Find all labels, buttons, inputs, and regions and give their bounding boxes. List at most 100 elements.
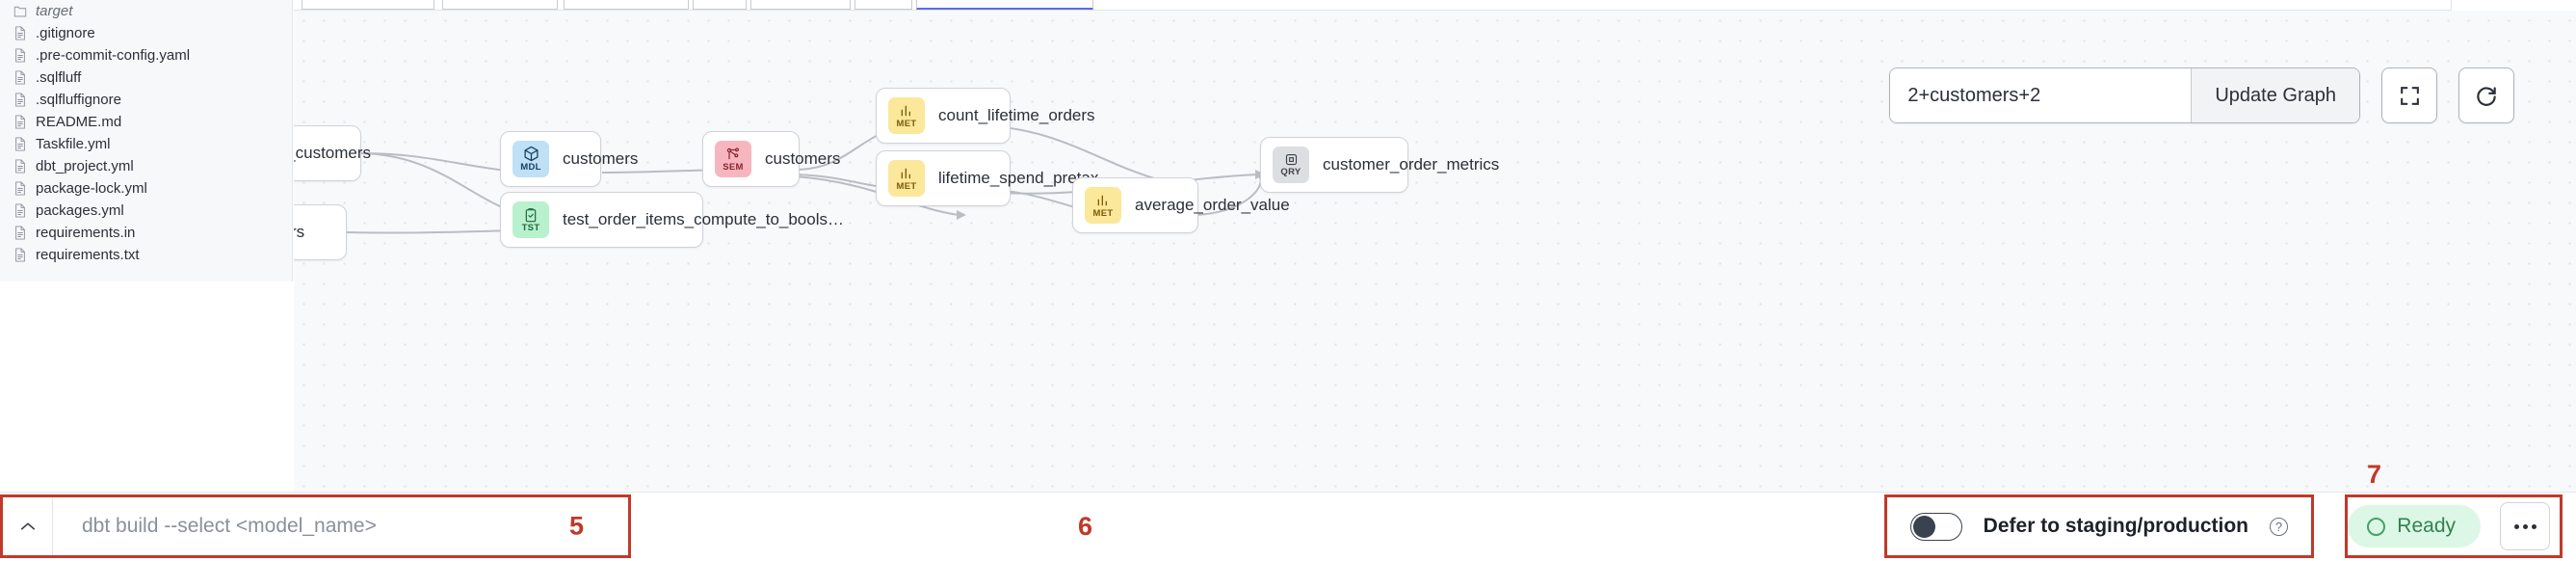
defer-label: Defer to staging/production bbox=[1983, 515, 2248, 537]
editor-tab-5[interactable] bbox=[750, 0, 851, 10]
badge-text: TST bbox=[521, 222, 540, 233]
status-group: Ready bbox=[2345, 494, 2563, 558]
question-mark-icon[interactable]: ? bbox=[2270, 517, 2288, 536]
graph-node-met-lifetime-spend-pretax[interactable]: MET lifetime_spend_pretax bbox=[876, 150, 1098, 206]
fullscreen-icon bbox=[2400, 86, 2419, 105]
file-row[interactable]: packages.yml bbox=[0, 200, 292, 222]
file-icon bbox=[13, 136, 27, 152]
graph-node-sem-customers[interactable]: SEM customers bbox=[702, 131, 840, 187]
file-row[interactable]: package-lock.yml bbox=[0, 177, 292, 200]
tabstrip-right-gutter bbox=[2451, 0, 2576, 11]
graph-node-stg-orders[interactable]: orders bbox=[294, 204, 347, 260]
badge-text: SEM bbox=[723, 161, 744, 173]
file-icon bbox=[13, 69, 27, 86]
annotation-marker-7: 7 bbox=[2366, 460, 2381, 489]
badge-text: MDL bbox=[520, 162, 541, 174]
file-list: target .gitignore .pre-commit-config.yaml.… bbox=[0, 0, 292, 266]
node-label: average_order_value bbox=[1135, 196, 1290, 214]
graph-node-stg-customers[interactable]: tg_customers bbox=[294, 125, 371, 181]
graph-selector-input[interactable] bbox=[1890, 68, 2192, 122]
ellipsis-icon bbox=[2513, 523, 2519, 529]
graph-node-met-average-order-value[interactable]: MET average_order_value bbox=[1072, 177, 1290, 233]
cube-icon: MDL bbox=[513, 141, 549, 177]
file-label: .pre-commit-config.yaml bbox=[36, 47, 191, 64]
file-row[interactable]: README.md bbox=[0, 111, 292, 133]
file-icon bbox=[13, 114, 27, 130]
badge-text: QRY bbox=[1280, 167, 1301, 178]
file-label: README.md bbox=[36, 114, 122, 130]
defer-toggle-group[interactable]: Defer to staging/production ? bbox=[1883, 494, 2314, 558]
file-label: Taskfile.yml bbox=[36, 136, 111, 152]
more-options-button[interactable] bbox=[2500, 502, 2550, 550]
node-label: test_order_items_compute_to_bools… bbox=[563, 210, 844, 228]
graph-controls: Update Graph bbox=[1889, 67, 2514, 123]
node-label: customer_order_metrics bbox=[1323, 155, 1500, 174]
update-graph-button[interactable]: Update Graph bbox=[2191, 68, 2359, 122]
editor-tab-3[interactable] bbox=[564, 0, 689, 10]
file-icon bbox=[13, 247, 27, 263]
annotation-marker-5: 5 bbox=[568, 511, 584, 541]
file-icon bbox=[13, 158, 27, 174]
file-icon bbox=[13, 25, 27, 41]
node-label: lifetime_spend_pretax bbox=[938, 169, 1099, 187]
folder-icon bbox=[13, 3, 27, 19]
command-bar-group[interactable]: dbt build --select <model_name> 5 bbox=[0, 494, 631, 558]
semantic-icon: SEM bbox=[715, 141, 751, 177]
file-row[interactable]: target bbox=[0, 0, 292, 22]
editor-tab-2[interactable] bbox=[442, 0, 558, 10]
file-icon bbox=[13, 47, 27, 64]
file-icon bbox=[13, 180, 27, 197]
graph-node-tst-order-items[interactable]: TST test_order_items_compute_to_bools… bbox=[500, 192, 844, 248]
file-row[interactable]: Taskfile.yml bbox=[0, 133, 292, 155]
chevron-up-icon[interactable] bbox=[3, 497, 53, 555]
bottom-status-bar: dbt build --select <model_name> 5 6 Defe… bbox=[0, 460, 2576, 561]
file-label: requirements.in bbox=[36, 225, 136, 241]
editor-tab-4[interactable] bbox=[693, 0, 747, 10]
node-label: customers bbox=[765, 149, 841, 168]
file-row[interactable]: dbt_project.yml bbox=[0, 155, 292, 177]
refresh-button[interactable] bbox=[2458, 67, 2514, 123]
graph-node-mdl-customers[interactable]: MDL customers bbox=[500, 131, 638, 187]
graph-node-met-count-lifetime-orders[interactable]: MET count_lifetime_orders bbox=[876, 88, 1095, 144]
bar-chart-icon: MET bbox=[1085, 187, 1121, 224]
command-input[interactable]: dbt build --select <model_name> bbox=[82, 515, 377, 537]
annotation-marker-6: 6 bbox=[1078, 512, 1093, 541]
file-icon bbox=[13, 202, 27, 219]
status-ring-icon bbox=[2367, 517, 2386, 536]
file-row[interactable]: .gitignore bbox=[0, 22, 292, 44]
graph-selector-combo: Update Graph bbox=[1889, 67, 2360, 123]
file-label: target bbox=[36, 3, 73, 19]
file-row[interactable]: .sqlfluff bbox=[0, 67, 292, 89]
editor-tab-1[interactable] bbox=[302, 0, 434, 10]
file-explorer[interactable]: target .gitignore .pre-commit-config.yaml.… bbox=[0, 0, 293, 281]
ellipsis-icon bbox=[2531, 523, 2537, 529]
node-label: orders bbox=[294, 223, 305, 241]
file-row[interactable]: requirements.txt bbox=[0, 244, 292, 266]
query-icon: QRY bbox=[1273, 147, 1309, 183]
ellipsis-icon bbox=[2522, 523, 2528, 529]
status-label: Ready bbox=[2397, 515, 2456, 537]
bar-chart-icon: MET bbox=[888, 97, 925, 134]
status-badge[interactable]: Ready bbox=[2348, 505, 2481, 548]
toggle-knob bbox=[1912, 515, 1935, 538]
graph-node-qry-customer-order-metrics[interactable]: QRY customer_order_metrics bbox=[1260, 137, 1499, 193]
file-label: dbt_project.yml bbox=[36, 158, 134, 174]
file-row[interactable]: .pre-commit-config.yaml bbox=[0, 44, 292, 67]
file-label: .sqlfluff bbox=[36, 69, 82, 86]
file-label: .sqlfluffignore bbox=[36, 92, 121, 108]
file-icon bbox=[13, 92, 27, 108]
defer-toggle[interactable] bbox=[1909, 512, 1962, 541]
clipboard-check-icon: TST bbox=[513, 201, 549, 238]
lineage-graph-canvas[interactable]: tg_customers orders MDL customers TST te… bbox=[294, 0, 2576, 492]
editor-tab-6[interactable] bbox=[854, 0, 912, 10]
editor-tabstrip[interactable] bbox=[294, 0, 2576, 11]
node-label: count_lifetime_orders bbox=[938, 106, 1095, 124]
file-row[interactable]: .sqlfluffignore bbox=[0, 89, 292, 111]
file-row[interactable]: requirements.in bbox=[0, 222, 292, 244]
bar-chart-icon: MET bbox=[888, 160, 925, 197]
fullscreen-button[interactable] bbox=[2381, 67, 2437, 123]
badge-text: MET bbox=[1092, 207, 1114, 219]
editor-tab-active[interactable] bbox=[916, 0, 1093, 10]
file-label: packages.yml bbox=[36, 202, 124, 219]
